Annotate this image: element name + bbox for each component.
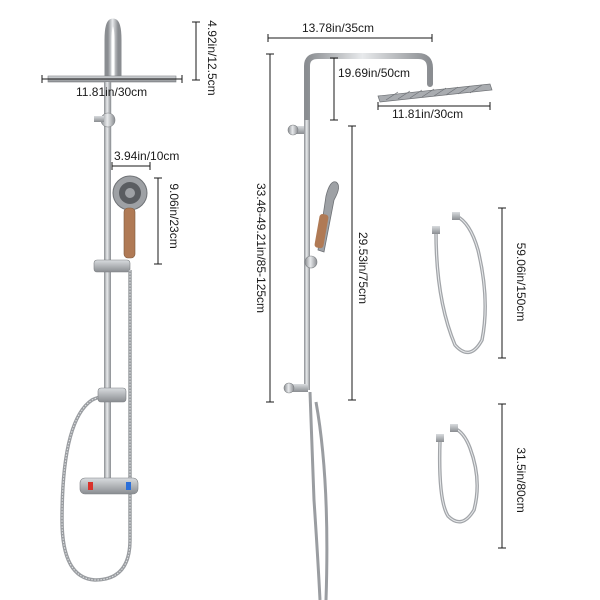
right-shower-set xyxy=(283,53,493,600)
short-hose-length-label: 31.5in/80cm xyxy=(514,447,528,513)
left-thermostatic-valve xyxy=(79,477,139,495)
long-hose-illustration xyxy=(432,212,487,355)
rain-head-width-left-label: 11.81in/30cm xyxy=(76,85,148,99)
dimension-lines xyxy=(41,21,506,549)
left-slide-holder xyxy=(93,259,131,273)
left-gooseneck xyxy=(104,18,122,164)
left-hose xyxy=(60,270,132,582)
left-shower-set xyxy=(47,18,177,582)
right-top-arm xyxy=(304,53,433,133)
right-lower-bracket xyxy=(290,384,308,392)
left-riser-pole xyxy=(104,82,111,482)
hand-head-length-label: 9.06in/23cm xyxy=(167,183,181,249)
right-rain-head xyxy=(377,83,493,103)
right-hose xyxy=(308,391,329,600)
long-hose-length-label: 59.06in/150cm xyxy=(514,242,528,322)
left-diverter xyxy=(97,387,127,403)
short-hose-illustration xyxy=(436,424,479,524)
right-slide-holder xyxy=(304,255,318,269)
hand-head-width-label: 3.94in/10cm xyxy=(114,149,180,163)
rail-height-label: 29.53in/75cm xyxy=(356,231,370,305)
left-hand-shower-handle xyxy=(123,207,136,259)
total-height-range-label: 33.46-49.21in/85-125cm xyxy=(254,182,268,314)
arm-length-label: 13.78in/35cm xyxy=(302,21,375,35)
right-riser-pole xyxy=(304,120,310,390)
rain-head-width-right-label: 11.81in/30cm xyxy=(392,107,464,121)
riser-top-height-label: 4.92in/12.5cm xyxy=(205,20,219,96)
arm-drop-label: 19.69in/50cm xyxy=(338,66,411,80)
